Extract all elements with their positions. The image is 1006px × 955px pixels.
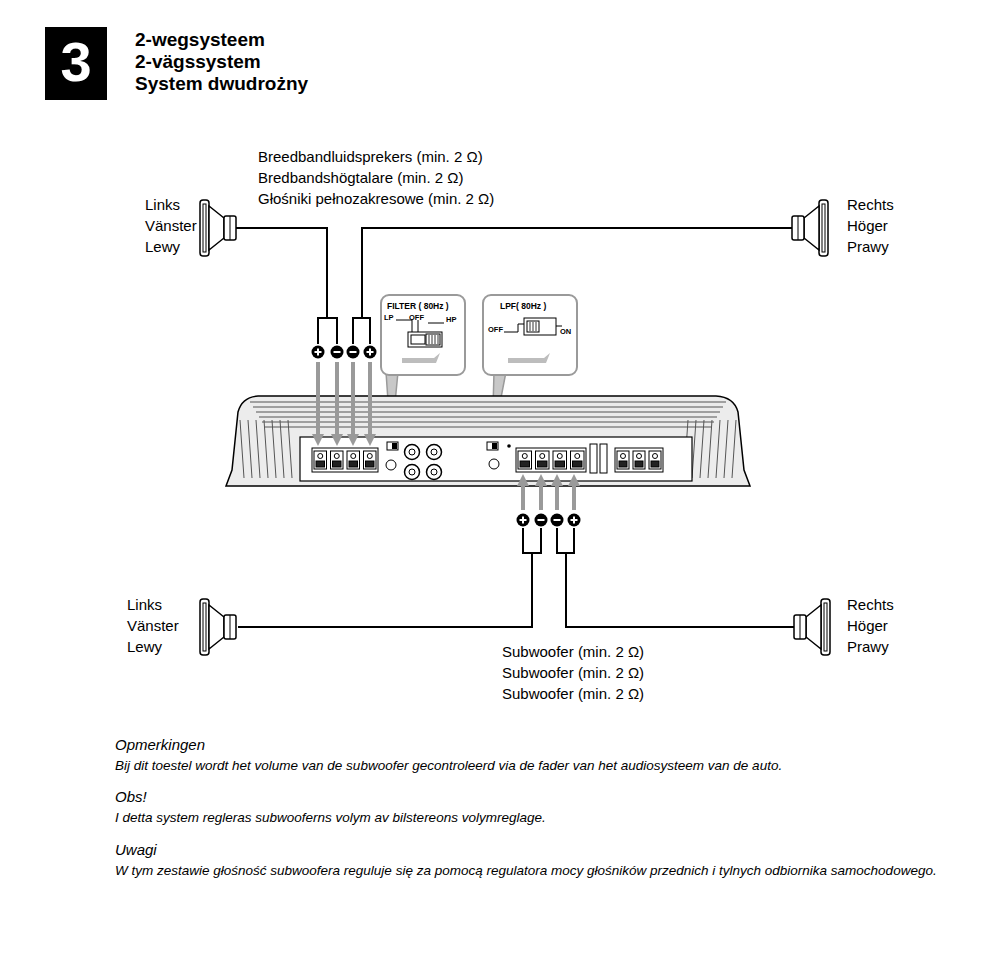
speaker-type-label: Bredbandshögtalare (min. 2 Ω) <box>258 169 464 186</box>
side-label: Links <box>127 596 162 613</box>
note-heading: Obs! <box>115 788 147 805</box>
subwoofer-label: Subwoofer (min. 2 Ω) <box>502 685 644 702</box>
note-text: I detta system regleras subwooferns voly… <box>115 810 995 826</box>
side-label: Höger <box>847 217 888 234</box>
side-label: Rechts <box>847 196 894 213</box>
filter-switch-callout: FILTER ( 80Hz ) LP OFF HP <box>380 294 466 376</box>
switch-label: FILTER ( 80Hz ) <box>387 302 449 311</box>
speaker-type-label: Breedbandluidsprekers (min. 2 Ω) <box>258 148 483 165</box>
speaker-wire <box>236 228 794 627</box>
subtitle-text: 2-vägssystem <box>135 51 261 73</box>
switch-label: ON <box>560 328 571 336</box>
section-number: 3 <box>45 31 107 93</box>
speaker-front-left <box>200 200 236 256</box>
plus-terminal-sign <box>364 346 377 359</box>
speaker-type-label: Głośniki pełnozakresowe (min. 2 Ω) <box>258 190 494 207</box>
switch-label: LP <box>384 314 394 322</box>
plus-terminal-sign <box>312 346 325 359</box>
side-label: Vänster <box>127 617 179 634</box>
switch-label: LPF( 80Hz ) <box>500 302 546 311</box>
section-number-box: 3 <box>45 27 107 100</box>
lpf-switch-callout: LPF( 80Hz ) OFF ON <box>482 294 578 376</box>
switch-label: OFF <box>409 314 424 322</box>
side-label: Lewy <box>145 238 180 255</box>
side-label: Lewy <box>127 638 162 655</box>
side-label: Höger <box>847 617 888 634</box>
subtitle-text: System dwudrożny <box>135 73 308 95</box>
minus-terminal-sign <box>347 346 360 359</box>
switch-label: OFF <box>488 326 503 334</box>
insert-arrow <box>318 362 574 510</box>
switch-label: HP <box>446 316 456 324</box>
side-label: Vänster <box>145 217 197 234</box>
note-heading: Opmerkingen <box>115 736 205 753</box>
speaker-sub-right <box>794 599 830 655</box>
note-text: Bij dit toestel wordt het volume van de … <box>115 758 995 774</box>
note-heading: Uwagi <box>115 841 157 858</box>
side-label: Prawy <box>847 638 889 655</box>
title-text: 2-wegsysteem <box>135 29 265 51</box>
subwoofer-label: Subwoofer (min. 2 Ω) <box>502 643 644 660</box>
note-text: W tym zestawie głośność subwoofera regul… <box>115 863 995 879</box>
plus-terminal-sign <box>517 514 530 527</box>
side-label: Prawy <box>847 238 889 255</box>
subwoofer-label: Subwoofer (min. 2 Ω) <box>502 664 644 681</box>
speaker-sub-left <box>200 599 236 655</box>
side-label: Links <box>145 196 180 213</box>
plus-terminal-sign <box>568 514 581 527</box>
minus-terminal-sign <box>551 514 564 527</box>
minus-terminal-sign <box>535 514 548 527</box>
amplifier-body <box>226 396 750 486</box>
speaker-front-right <box>792 200 828 256</box>
minus-terminal-sign <box>331 346 344 359</box>
side-label: Rechts <box>847 596 894 613</box>
